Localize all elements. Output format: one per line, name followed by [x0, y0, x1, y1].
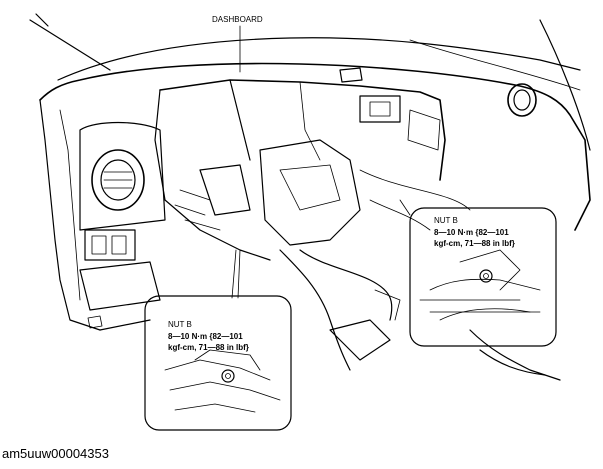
- nut-right-title: NUT B: [434, 216, 458, 225]
- nut-right-callout: NUT B 8—10 N·m {82—101 kgf-cm, 71—88 in …: [409, 207, 557, 347]
- nut-right-torque-line1: 8—10 N·m {82—101: [434, 228, 509, 237]
- center-frame: [154, 67, 446, 261]
- nut-right-torque-line2: kgf-cm, 71—88 in lbf}: [434, 239, 515, 248]
- windshield-outline: [29, 13, 591, 151]
- wiring-harness: [279, 169, 561, 381]
- left-switch-panel: [79, 229, 161, 329]
- dashboard-label: DASHBOARD: [212, 15, 263, 24]
- nut-left-title: NUT B: [168, 320, 192, 329]
- figure-id: am5uuw00004353: [2, 446, 109, 461]
- dashboard-shell: [39, 62, 591, 331]
- nut-left-torque-line2: kgf-cm, 71—88 in lbf}: [168, 343, 249, 352]
- left-air-vent: [79, 121, 166, 231]
- nut-left-torque-line1: 8—10 N·m {82—101: [168, 332, 243, 341]
- nut-left-callout: NUT B 8—10 N·m {82—101 kgf-cm, 71—88 in …: [144, 295, 292, 431]
- right-air-vent: [507, 83, 537, 117]
- leader-lines: [231, 25, 411, 299]
